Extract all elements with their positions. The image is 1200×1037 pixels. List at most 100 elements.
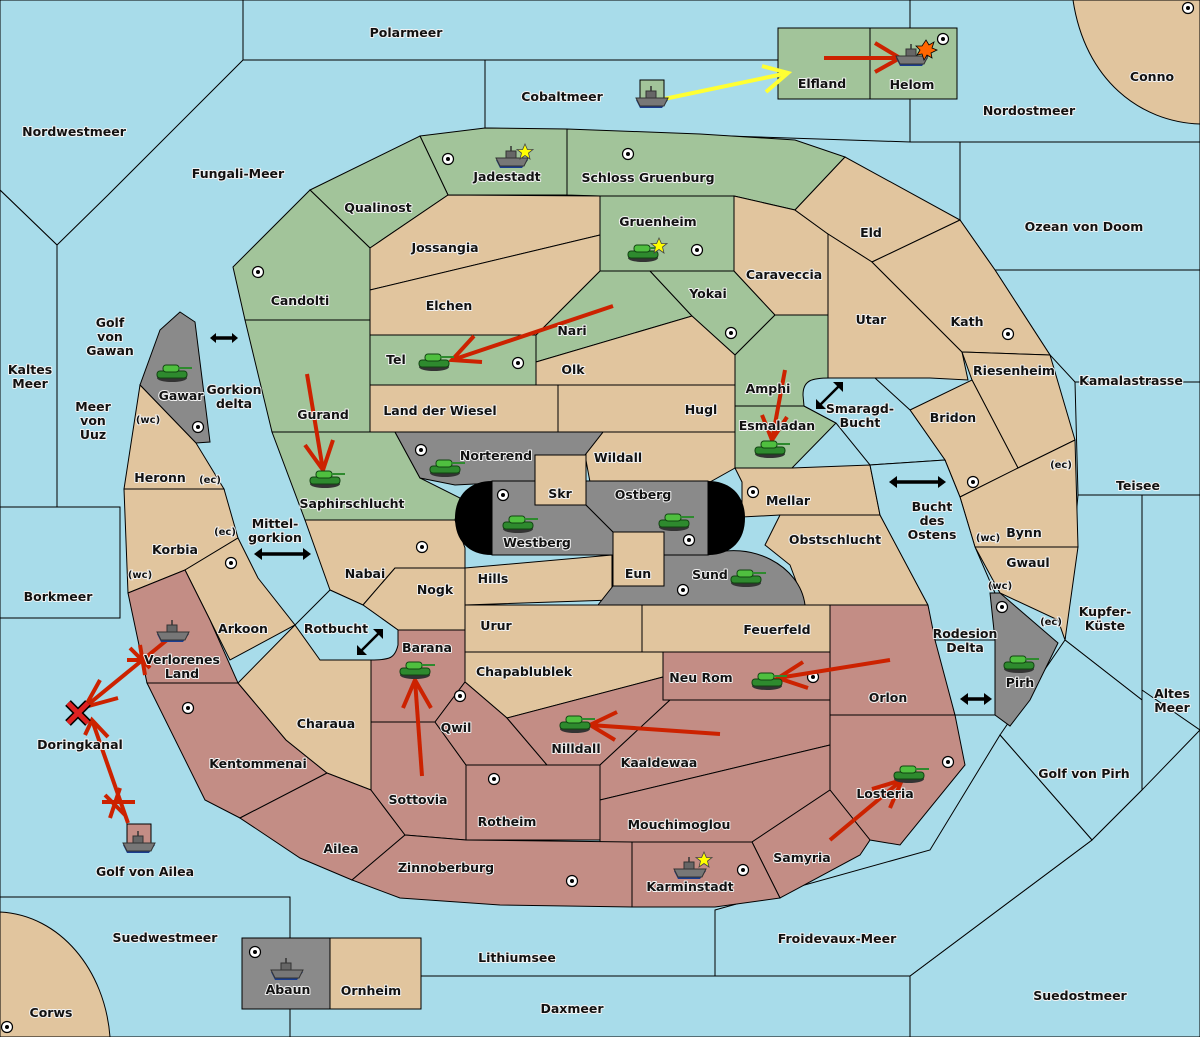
coast-label: (ec): [1050, 460, 1072, 471]
label-elfland: Elfland: [798, 76, 846, 91]
label-gruenheim: Gruenheim: [619, 214, 696, 229]
label-nogk: Nogk: [417, 582, 454, 597]
region-smaragd-bucht[interactable]: [802, 377, 946, 466]
region-gwaul[interactable]: [974, 546, 1079, 641]
region-borkmeer[interactable]: [0, 506, 121, 619]
region-jossangia[interactable]: [369, 194, 601, 291]
supply-center-icon: [181, 701, 195, 715]
supply-center-icon: [621, 147, 635, 161]
region-teisee[interactable]: [1074, 381, 1200, 496]
label-nordostmeer: Nordostmeer: [983, 103, 1076, 118]
coast-label: (ec): [214, 527, 236, 538]
region-elfland[interactable]: [777, 27, 871, 100]
region-nordwestmeer[interactable]: [0, 0, 244, 246]
region-corws[interactable]: [0, 911, 111, 1037]
double-arrow-icon: [254, 548, 311, 560]
supply-center-icon: [0, 1020, 14, 1034]
label-norterend: Norterend: [460, 448, 532, 463]
label-nordwestmeer: Nordwestmeer: [22, 124, 127, 139]
label-gawar: Gawar: [159, 388, 205, 403]
label-rotheim: Rotheim: [478, 814, 537, 829]
label-jadestadt: Jadestadt: [472, 169, 540, 184]
label-korbia: Korbia: [152, 542, 198, 557]
label-kath: Kath: [951, 314, 984, 329]
region-altes-meer[interactable]: [1141, 494, 1200, 731]
move-arrowhead: [401, 675, 433, 709]
region-olk[interactable]: [535, 315, 736, 386]
label-elchen: Elchen: [426, 298, 473, 313]
label-cobaltmeer: Cobaltmeer: [521, 89, 603, 104]
region-bucht-des-ostens[interactable]: [869, 459, 996, 641]
move-arrow: [83, 638, 169, 709]
label-borkmeer: Borkmeer: [24, 589, 94, 604]
label-jossangia: Jossangia: [410, 240, 478, 255]
supply-center-icon: [995, 600, 1009, 614]
label-orlon: Orlon: [869, 690, 908, 705]
region-gruenheim[interactable]: [599, 195, 735, 272]
coast-label: (ec): [199, 475, 221, 486]
region-kaltes-meer[interactable]: [0, 189, 58, 508]
supply-center-icon: [511, 356, 525, 370]
supply-center-icon: [248, 945, 262, 959]
move-arrow: [589, 723, 721, 736]
region-conno[interactable]: [1072, 0, 1200, 125]
label-saphir: Saphirschlucht: [300, 496, 405, 511]
region-elchen[interactable]: [369, 234, 601, 336]
supply-center-icon: [1001, 327, 1015, 341]
label-utar: Utar: [856, 312, 888, 327]
label-bridon: Bridon: [930, 410, 976, 425]
label-westberg: Westberg: [503, 535, 571, 550]
label-eun: Eun: [625, 566, 651, 581]
label-mittel: Mittel-gorkion: [248, 516, 302, 545]
double-arrow-icon: [960, 693, 992, 705]
label-ostberg: Ostberg: [615, 487, 672, 502]
label-ozean: Ozean von Doom: [1025, 219, 1144, 234]
supply-center-icon: [676, 583, 690, 597]
label-nilldall: Nilldall: [551, 741, 600, 756]
supply-center-icon: [736, 863, 750, 877]
supply-center-icon: [453, 689, 467, 703]
label-amphi: Amphi: [746, 381, 791, 396]
region-ozean-von-doom[interactable]: [959, 141, 1200, 271]
label-suedwest: Suedwestmeer: [113, 930, 219, 945]
units: [122, 39, 1040, 981]
bounce-x-icon: [65, 700, 91, 726]
supply-center-icon: [682, 533, 696, 547]
label-kaaldewaa: Kaaldewaa: [621, 755, 698, 770]
supply-center-icon: [724, 326, 738, 340]
failed-order-x-icon: [127, 644, 157, 676]
continent: [123, 127, 1079, 908]
coast-label: (wc): [988, 581, 1012, 592]
coast-label: (wc): [976, 533, 1000, 544]
region-rodesion-delta[interactable]: [934, 639, 996, 716]
label-caraveccia: Caraveccia: [746, 267, 822, 282]
label-arkoon: Arkoon: [218, 621, 268, 636]
region-rotbucht[interactable]: [294, 589, 399, 661]
region-ornheim[interactable]: [329, 937, 422, 1010]
move-arrow: [451, 304, 614, 362]
move-arrowhead: [447, 334, 483, 364]
label-rotbucht: Rotbucht: [304, 621, 368, 636]
label-gurand: Gurand: [297, 407, 349, 422]
label-gwaul: Gwaul: [1006, 555, 1049, 570]
orders: [65, 41, 906, 842]
impassable-west: [455, 481, 492, 555]
label-sottovia: Sottovia: [389, 792, 448, 807]
label-wiesel: Land der Wiesel: [383, 403, 496, 418]
supply-center-icon: [251, 265, 265, 279]
label-helom: Helom: [890, 77, 935, 92]
double-arrow-icon: [210, 333, 238, 343]
label-kamala: Kamalastrasse: [1079, 373, 1183, 388]
supply-center-icon: [936, 32, 950, 46]
region-karminstadt[interactable]: [631, 841, 781, 908]
move-arrowhead: [303, 439, 335, 475]
region-kath[interactable]: [871, 219, 1051, 356]
supply-center-icon: [441, 152, 455, 166]
supply-center-icon: [415, 540, 429, 554]
canal-links: [210, 333, 992, 705]
move-arrow: [777, 658, 891, 680]
